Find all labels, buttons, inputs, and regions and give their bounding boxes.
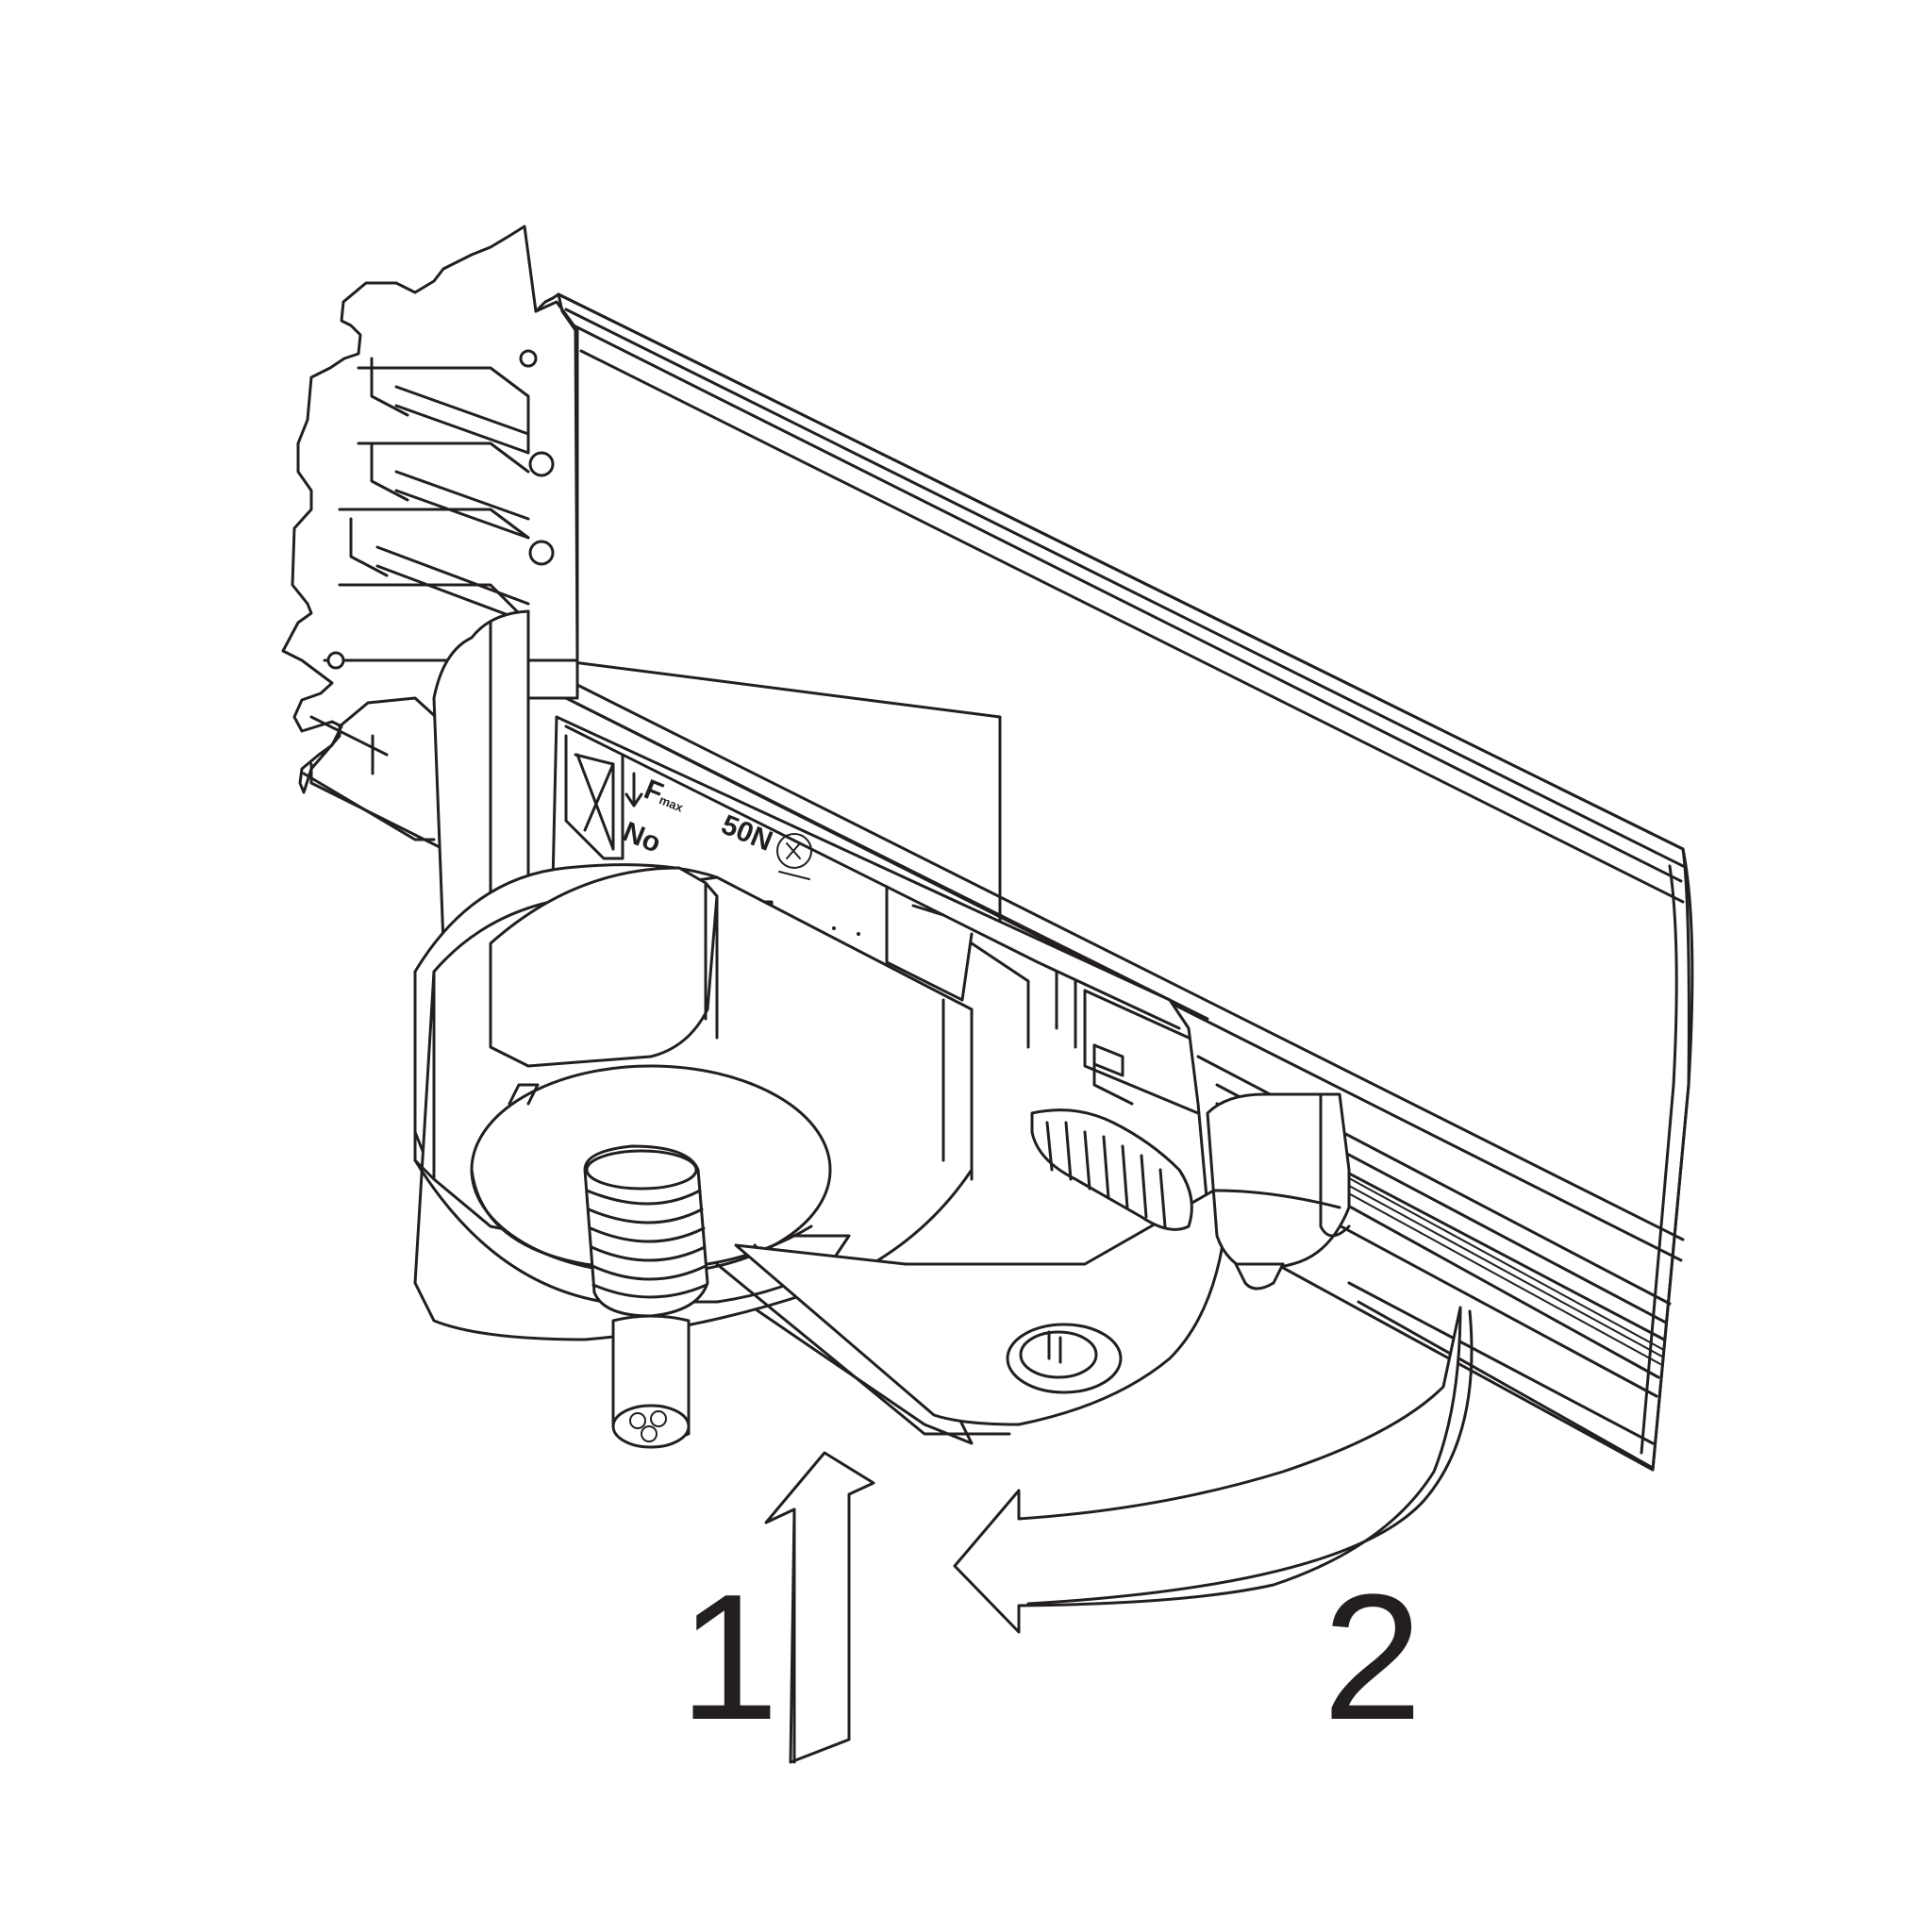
label-down-arrow-icon	[625, 772, 643, 808]
threaded-nipple	[583, 1144, 709, 1318]
track-profile-end	[281, 225, 579, 851]
certification-mark-icon	[776, 833, 812, 880]
end-cap	[1206, 1092, 1351, 1291]
step-labels: 1 2	[679, 1557, 1423, 1757]
rotate-arrow-icon	[953, 1306, 1474, 1634]
push-up-arrow-icon	[764, 1451, 875, 1764]
step-1-number: 1	[679, 1557, 779, 1757]
locking-knob	[1030, 1108, 1193, 1231]
screw-hole-icon	[1006, 1323, 1123, 1394]
step-2-number: 2	[1323, 1557, 1423, 1757]
power-cable	[611, 1314, 691, 1449]
